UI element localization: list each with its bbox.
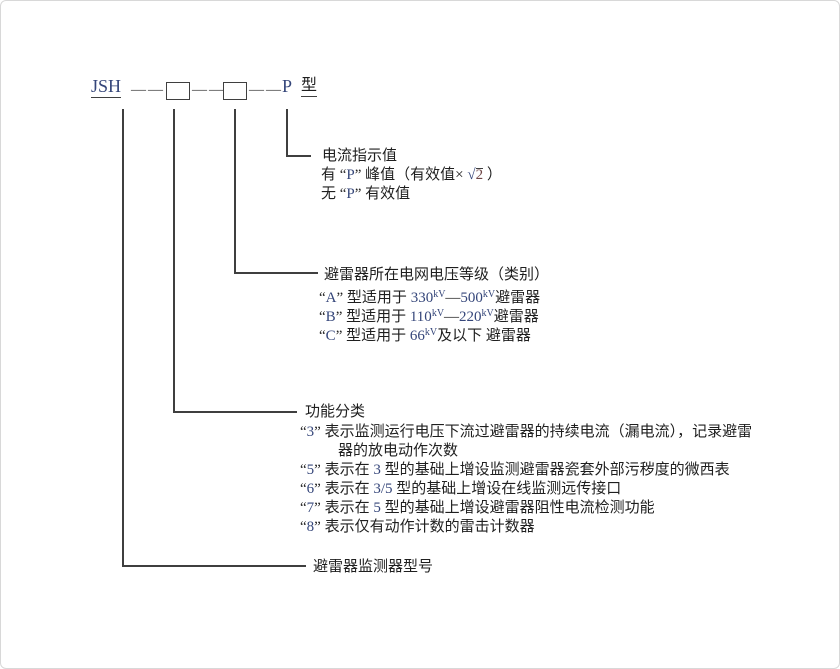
function-line-7: “7” 表示在 5 型的基础上增设避雷器阻性电流检测功能 bbox=[300, 500, 655, 516]
function-line-3-cont: 器的放电动作次数 bbox=[338, 443, 459, 459]
function-line-5: “5” 表示在 3 型的基础上增设监测避雷器瓷套外部污秽度的微西表 bbox=[300, 462, 730, 478]
voltage-class-title: 避雷器所在电网电压等级（类别） bbox=[324, 267, 550, 283]
model-dash-3: —— bbox=[249, 82, 283, 98]
model-name-label: 避雷器监测器型号 bbox=[313, 559, 434, 575]
model-type-char: 型 bbox=[301, 76, 318, 97]
function-line-3: “3” 表示监测运行电压下流过避雷器的持续电流（漏电流），记录避雷 bbox=[300, 424, 753, 440]
connector-vertical-voltage bbox=[234, 109, 236, 273]
voltage-class-line-c: “C” 型适用于 66kV及以下 避雷器 bbox=[319, 327, 531, 344]
model-dash-2: —— bbox=[192, 82, 226, 98]
model-prefix: JSH bbox=[91, 76, 122, 98]
connector-horizontal-current bbox=[286, 155, 311, 157]
model-box-2 bbox=[223, 82, 247, 100]
voltage-class-line-a: “A” 型适用于 330kV—500kV避雷器 bbox=[319, 289, 541, 306]
connector-horizontal-function bbox=[173, 411, 297, 413]
model-box-1 bbox=[166, 82, 190, 100]
connector-vertical-model-name bbox=[122, 109, 124, 566]
model-p-char: P bbox=[282, 76, 293, 96]
connector-vertical-function bbox=[173, 109, 175, 412]
voltage-class-line-b: “B” 型适用于 110kV—220kV避雷器 bbox=[319, 308, 539, 325]
function-class-title: 功能分类 bbox=[305, 404, 366, 420]
current-indication-title: 电流指示值 bbox=[322, 148, 398, 164]
connector-vertical-current bbox=[286, 109, 288, 156]
current-rms-line: 无 “P” 有效值 bbox=[321, 186, 411, 202]
function-line-8: “8” 表示仅有动作计数的雷击计数器 bbox=[300, 519, 535, 535]
current-peak-line: 有 “P” 峰值（有效值× √2 ） bbox=[321, 167, 502, 183]
connector-horizontal-model-name bbox=[122, 565, 306, 567]
connector-horizontal-voltage bbox=[234, 272, 318, 274]
function-line-6: “6” 表示在 3/5 型的基础上增设在线监测远传接口 bbox=[300, 481, 622, 497]
model-dash-1: —— bbox=[131, 82, 165, 98]
